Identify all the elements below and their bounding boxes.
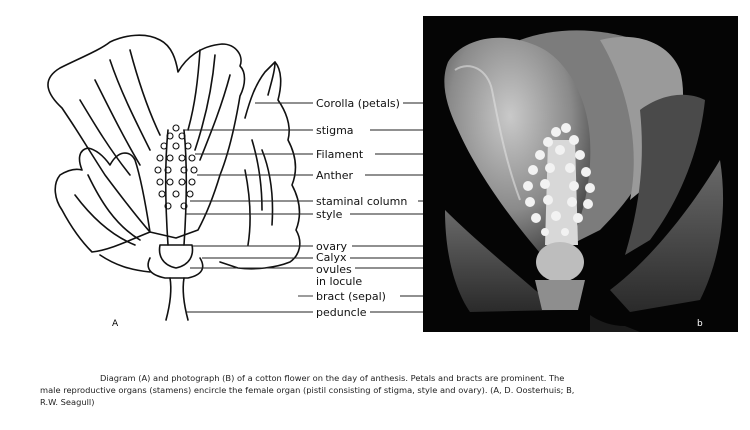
label-staminal-column: staminal column: [316, 195, 407, 208]
label-anther: Anther: [316, 169, 354, 182]
label-bract: bract (sepal): [316, 290, 386, 303]
line-drawing-flower: [47, 34, 301, 321]
ovary-outline: [158, 244, 194, 269]
label-ovary: ovary: [316, 240, 348, 253]
figure-caption: Diagram (A) and photograph (B) of a cott…: [40, 372, 730, 408]
calyx-outline: [147, 257, 204, 279]
peduncle-outline: [165, 277, 189, 321]
caption-line-3: R.W. Seagull): [40, 397, 95, 407]
flower-photograph: [423, 16, 738, 332]
anther-cluster: [154, 124, 198, 210]
label-filament: Filament: [316, 148, 364, 161]
panel-a-letter: A: [112, 319, 119, 329]
label-in-locule: in locule: [316, 275, 362, 288]
label-peduncle: peduncle: [316, 306, 367, 319]
caption-line-1: Diagram (A) and photograph (B) of a cott…: [100, 373, 565, 383]
corolla-outline: [47, 34, 246, 239]
caption-line-2: male reproductive organs (stamens) encir…: [40, 385, 575, 395]
diagram-labels: Corolla (petals) stigma Filament Anther …: [316, 97, 407, 319]
panel-b-letter: b: [697, 319, 703, 329]
staminal-column: [164, 129, 188, 246]
bract-left-outline: [54, 147, 151, 253]
label-calyx: Calyx: [316, 251, 347, 264]
label-ovules: ovules: [316, 263, 352, 276]
bract-right-outline: [219, 61, 301, 270]
label-style: style: [316, 208, 343, 221]
label-corolla: Corolla (petals): [316, 97, 400, 110]
label-stigma: stigma: [316, 124, 354, 137]
